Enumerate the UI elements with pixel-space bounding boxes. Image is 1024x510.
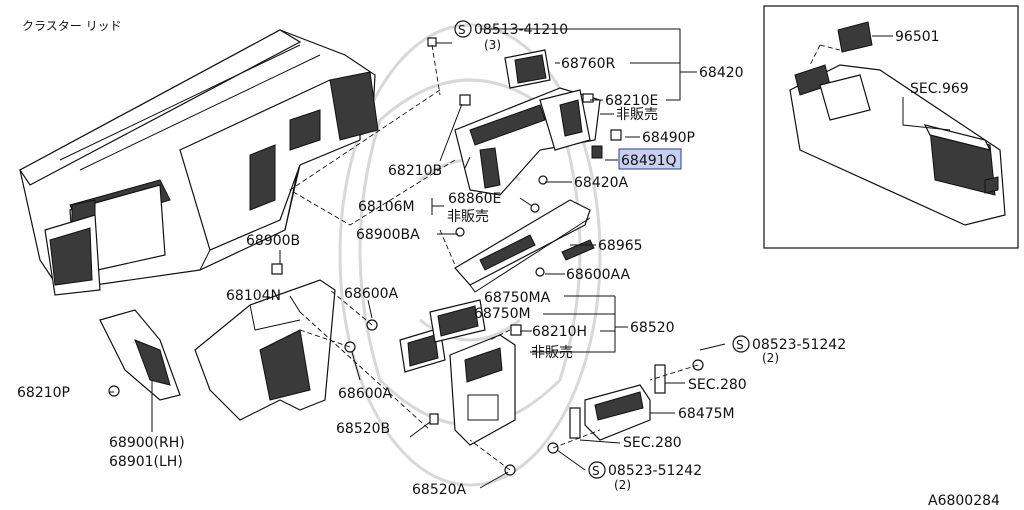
section-reference[interactable]: SEC.280 (688, 377, 747, 393)
part-label[interactable]: 68900B (246, 233, 300, 249)
part-label[interactable]: 68520A (412, 482, 467, 498)
part-label[interactable]: 68520 (630, 320, 675, 336)
clip-icon (455, 227, 465, 237)
bracket-icon (654, 364, 666, 394)
part-label[interactable]: 68475M (678, 406, 735, 422)
part-label[interactable]: 68210P (17, 385, 70, 401)
quantity-label: (3) (484, 38, 501, 52)
not-for-sale-label: 非販売 (531, 345, 573, 361)
part-label[interactable]: 68900(RH) (109, 435, 185, 451)
part-label[interactable]: 08523-51242 (752, 337, 846, 353)
part-label[interactable]: 68900BA (356, 227, 420, 243)
part-label[interactable]: 68600AA (566, 267, 631, 283)
part-label[interactable]: 68210H (532, 324, 587, 340)
part-label[interactable]: 68420A (574, 175, 629, 191)
clip-icon (429, 413, 439, 425)
s-symbol: S (736, 338, 744, 352)
side-vent-part (504, 49, 551, 89)
section-reference[interactable]: SEC.280 (623, 435, 682, 451)
leader-lines (110, 28, 951, 489)
s-circle-icon (732, 335, 750, 353)
screw-icon (530, 203, 540, 213)
screw-icon (427, 37, 437, 47)
part-label[interactable]: 68750M (474, 306, 531, 322)
console-lid-part (837, 21, 873, 53)
part-label[interactable]: 68520B (336, 421, 390, 437)
quantity-label: (2) (614, 478, 631, 492)
switch-icon (591, 145, 603, 159)
part-label[interactable]: 96501 (895, 29, 940, 45)
side-panel-part (99, 309, 181, 401)
part-label[interactable]: 68106M (358, 199, 415, 215)
knob-icon (610, 129, 622, 141)
s-circle-icon (454, 20, 472, 38)
s-symbol: S (592, 464, 600, 478)
clip-icon (510, 324, 522, 336)
part-label[interactable]: 08513-41210 (474, 22, 568, 38)
part-label[interactable]: 68860E (448, 191, 501, 207)
clip-icon (271, 263, 283, 275)
part-label[interactable]: 68600A (344, 286, 399, 302)
s-symbol: S (458, 23, 466, 37)
part-label[interactable]: 68965 (598, 238, 643, 254)
selected-part-highlight[interactable] (618, 148, 682, 170)
screw-icon (535, 267, 545, 277)
part-label[interactable]: 68600A (338, 386, 393, 402)
diagram-code: A6800284 (928, 493, 1000, 509)
center-vent-right-part (429, 299, 486, 343)
section-reference[interactable]: SEC.969 (910, 81, 969, 97)
screw-icon (538, 175, 548, 185)
cluster-lid-part (454, 87, 601, 196)
lower-finisher-part (454, 199, 591, 293)
dashboard-assembly (19, 29, 379, 296)
center-vent-left-part (399, 327, 446, 373)
console-part (789, 64, 1006, 226)
diagram-title: クラスター リッド (22, 19, 122, 33)
not-for-sale-label: 非販売 (447, 209, 489, 225)
s-circle-icon (588, 461, 606, 479)
screw-icon (108, 385, 120, 397)
part-label[interactable]: 68104N (226, 288, 281, 304)
part-label[interactable]: 08523-51242 (608, 463, 702, 479)
clip-icon (459, 94, 471, 106)
part-label[interactable]: 68760R (561, 56, 616, 72)
small-cover-part (561, 239, 595, 261)
part-label[interactable]: 68210E (605, 93, 658, 109)
not-for-sale-label: 非販売 (616, 107, 658, 123)
part-label[interactable]: 68210B (388, 163, 442, 179)
pocket-part (584, 384, 651, 441)
clip-icon (582, 93, 594, 103)
part-label-selected[interactable]: 68491Q (621, 153, 677, 169)
center-lower-cover-part (194, 279, 336, 421)
part-label[interactable]: 68750MA (484, 290, 551, 306)
part-label[interactable]: 68420 (699, 65, 744, 81)
part-label[interactable]: 68901(LH) (109, 454, 183, 470)
center-bezel-part (449, 334, 516, 446)
part-label[interactable]: 68490P (642, 130, 695, 146)
bracket-icon (569, 407, 581, 439)
quantity-label: (2) (762, 351, 779, 365)
